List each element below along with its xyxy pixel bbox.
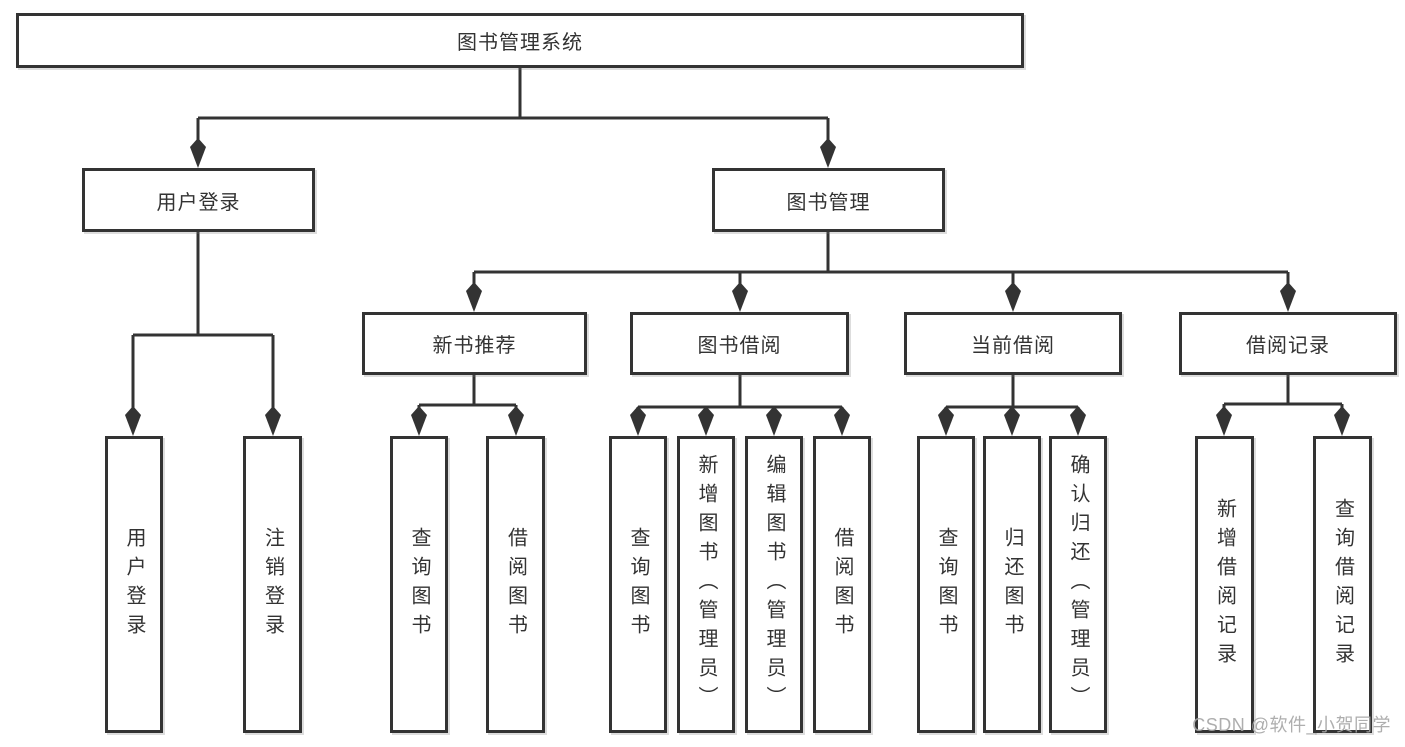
leaf-edit-book-admin-label: 编辑图书（管理员）: [763, 454, 785, 715]
arrowhead: [698, 406, 714, 436]
arrowhead: [190, 138, 206, 168]
connector-new-book-recommend-children: [411, 375, 524, 436]
connector-line: [417, 375, 518, 432]
leaf-user-login: 用户登录: [105, 436, 163, 733]
connector-user-login-children: [125, 232, 281, 436]
node-root: 图书管理系统: [16, 13, 1024, 68]
node-borrow-records-label: 借阅记录: [1246, 335, 1330, 357]
arrowhead: [411, 406, 427, 436]
arrowhead: [834, 406, 850, 436]
leaf-user-login-label: 用户登录: [123, 526, 145, 643]
node-user-login: 用户登录: [82, 168, 315, 232]
connector-borrow-records-children: [1216, 375, 1350, 436]
node-new-book-recommend: 新书推荐: [362, 312, 587, 375]
leaf-query-books-current: 查询图书: [917, 436, 975, 733]
node-root-label: 图书管理系统: [457, 32, 583, 54]
node-borrow-records: 借阅记录: [1179, 312, 1397, 375]
leaf-query-borrow-record: 查询借阅记录: [1313, 436, 1372, 733]
arrowhead: [125, 406, 141, 436]
arrowhead: [1004, 406, 1020, 436]
leaf-logout-label: 注销登录: [261, 526, 284, 643]
connector-line: [636, 375, 844, 432]
arrowhead: [1070, 406, 1086, 436]
leaf-query-borrow-record-label: 查询借阅记录: [1331, 497, 1354, 672]
leaf-query-books-borrow: 查询图书: [609, 436, 667, 733]
leaf-add-borrow-record: 新增借阅记录: [1195, 436, 1254, 733]
arrowhead: [938, 406, 954, 436]
leaf-borrow-books-recommend-label: 借阅图书: [504, 526, 527, 643]
leaf-logout: 注销登录: [243, 436, 302, 733]
watermark: CSDN @软件_小贺同学: [1192, 715, 1391, 735]
arrowhead: [1334, 406, 1350, 436]
arrowhead: [508, 406, 524, 436]
leaf-borrow-books-borrow-label: 借阅图书: [831, 526, 853, 643]
leaf-edit-book-admin: 编辑图书（管理员）: [745, 436, 803, 733]
leaf-query-books-recommend: 查询图书: [390, 436, 448, 733]
node-book-borrow-label: 图书借阅: [697, 335, 782, 357]
leaf-query-books-recommend-label: 查询图书: [408, 526, 430, 643]
connector-line: [472, 232, 1290, 308]
arrowhead: [630, 406, 646, 436]
arrowhead: [820, 138, 836, 168]
connector-book-management-children: [466, 232, 1296, 312]
connector-book-borrow-children: [630, 375, 850, 436]
leaf-add-borrow-record-label: 新增借阅记录: [1213, 497, 1236, 672]
leaf-query-books-borrow-label: 查询图书: [627, 526, 649, 643]
leaf-return-book: 归还图书: [983, 436, 1041, 733]
node-book-management: 图书管理: [712, 168, 945, 232]
leaf-borrow-books-borrow: 借阅图书: [813, 436, 871, 733]
leaf-return-book-label: 归还图书: [1001, 526, 1023, 643]
arrowhead: [1280, 282, 1296, 312]
leaf-query-books-current-label: 查询图书: [935, 526, 957, 643]
node-new-book-recommend-label: 新书推荐: [432, 335, 517, 357]
node-book-management-label: 图书管理: [786, 191, 871, 214]
arrowhead: [732, 282, 748, 312]
connector-current-borrow-children: [938, 375, 1086, 436]
connector-root-to-level2: [190, 68, 836, 168]
connector-line: [131, 232, 275, 432]
leaf-confirm-return-admin-label: 确认归还（管理员）: [1067, 454, 1089, 715]
connector-line: [196, 68, 830, 164]
arrowhead: [265, 406, 281, 436]
connector-line: [1222, 375, 1344, 432]
node-user-login-label: 用户登录: [156, 191, 241, 214]
arrowhead: [466, 282, 482, 312]
arrowhead: [1216, 406, 1232, 436]
node-book-borrow: 图书借阅: [630, 312, 849, 375]
node-current-borrow: 当前借阅: [904, 312, 1122, 375]
arrowhead: [766, 406, 782, 436]
leaf-borrow-books-recommend: 借阅图书: [486, 436, 545, 733]
leaf-add-book-admin-label: 新增图书（管理员）: [695, 454, 717, 715]
arrowhead: [1005, 282, 1021, 312]
leaf-add-book-admin: 新增图书（管理员）: [677, 436, 735, 733]
leaf-confirm-return-admin: 确认归还（管理员）: [1049, 436, 1107, 733]
node-current-borrow-label: 当前借阅: [971, 335, 1055, 357]
